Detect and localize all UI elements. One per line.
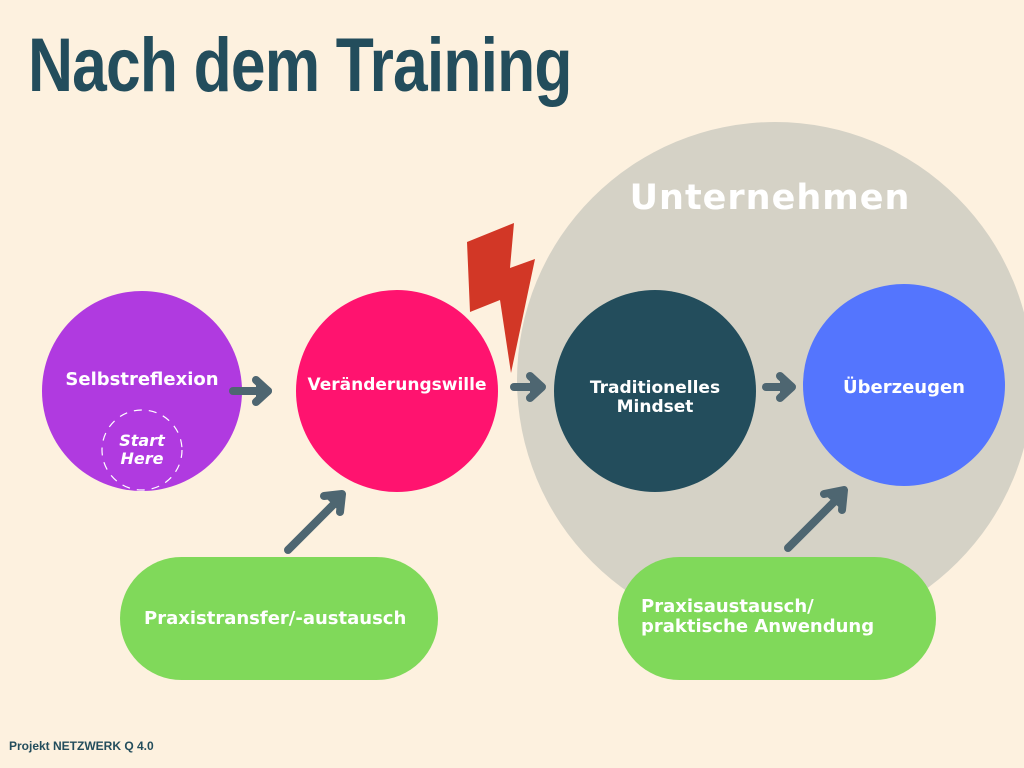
lightning-icon (467, 223, 535, 373)
selbstreflexion-circle (42, 291, 242, 491)
veraenderungswille-circle (296, 290, 498, 492)
praxisaustausch-line2: praktische Anwendung (641, 615, 875, 637)
footer-project-label: Projekt NETZWERK Q 4.0 (9, 739, 154, 753)
start-here-dashed-circle (101, 409, 183, 491)
selbstreflexion-label: Selbstreflexion (65, 369, 219, 391)
mindset-circle (554, 290, 756, 492)
page-title: Nach dem Training (28, 23, 572, 108)
arrow-up-right-icon (284, 490, 346, 554)
mindset-label: Traditionelles Mindset (589, 378, 721, 417)
praxistransfer-pill-shape (120, 557, 438, 680)
arrow-right-icon (229, 376, 272, 406)
start-here-label: Start Here (102, 430, 182, 470)
veraenderungswille-label: Veränderungswille (307, 374, 487, 395)
company-circle (517, 122, 1024, 638)
company-label: Unternehmen (629, 178, 911, 218)
start-here-text: Start Here (119, 431, 165, 468)
praxisaustausch-pill: Praxisaustausch/ praktische Anwendung (641, 597, 931, 643)
arrow-up-right-icon (784, 486, 848, 552)
arrow-right-icon (510, 372, 546, 402)
ueberzeugen-circle (803, 284, 1005, 486)
praxisaustausch-pill-shape (618, 557, 936, 680)
praxisaustausch-line1: Praxisaustausch/ (641, 596, 814, 617)
praxistransfer-pill: Praxistransfer/-austausch (144, 608, 407, 630)
arrow-right-icon (762, 372, 796, 402)
ueberzeugen-label: Überzeugen (843, 377, 965, 399)
